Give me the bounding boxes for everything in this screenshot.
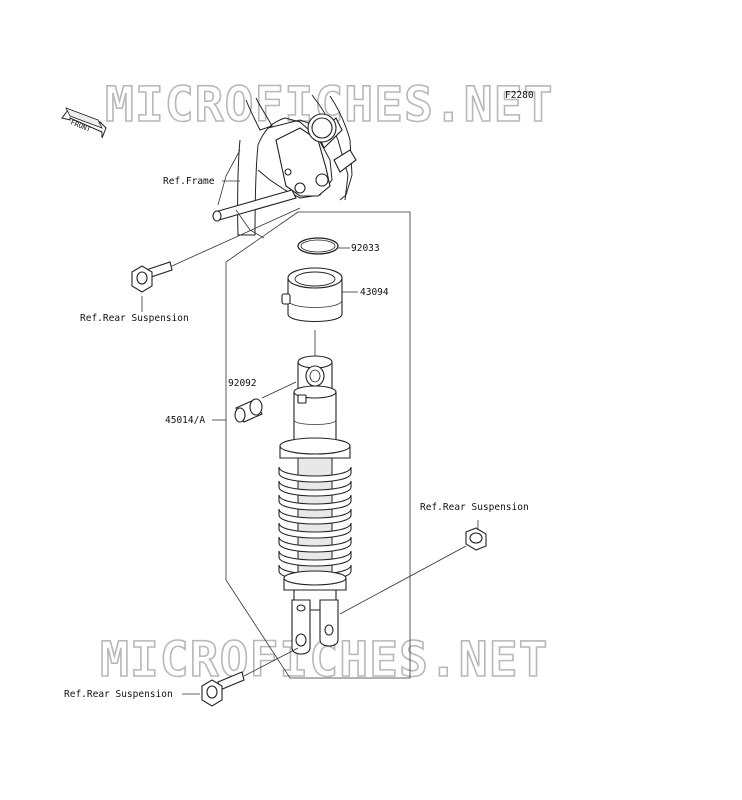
leader-lines <box>141 180 240 421</box>
lower-mount-bolt <box>182 647 299 707</box>
part-92092-bushing <box>234 381 297 423</box>
front-arrow-icon: FRONT <box>61 107 107 139</box>
label-ref-frame: Ref.Frame <box>163 176 215 187</box>
label-part-92092: 92092 <box>228 378 257 389</box>
spring-coil <box>278 508 352 525</box>
spring-coil <box>278 522 352 539</box>
shock-absorber <box>279 330 351 579</box>
spring-coil <box>278 494 352 511</box>
spring-coil <box>278 536 352 553</box>
diagram-code: F2280 <box>505 90 534 101</box>
watermark-top: MICROFICHES.NET <box>105 77 553 133</box>
lower-nut <box>339 520 487 615</box>
spring-coil <box>278 480 352 497</box>
label-part-43094: 43094 <box>360 287 389 298</box>
label-ref-rear-suspension-top: Ref.Rear Suspension <box>80 313 189 324</box>
shock-lower-clevis <box>283 570 347 655</box>
label-ref-rear-suspension-right: Ref.Rear Suspension <box>420 502 529 513</box>
label-part-45014: 45014/A <box>165 415 205 426</box>
spring-coil <box>278 466 352 483</box>
part-43094-collar <box>281 267 358 322</box>
label-part-92033: 92033 <box>351 243 380 254</box>
spring-coil <box>278 550 352 567</box>
assembly-bracket <box>225 211 411 679</box>
top-mount-bolt <box>131 207 301 293</box>
part-92033-circlip <box>297 237 350 255</box>
label-ref-rear-suspension-bottom: Ref.Rear Suspension <box>64 689 173 700</box>
frame-drawing <box>212 94 357 239</box>
